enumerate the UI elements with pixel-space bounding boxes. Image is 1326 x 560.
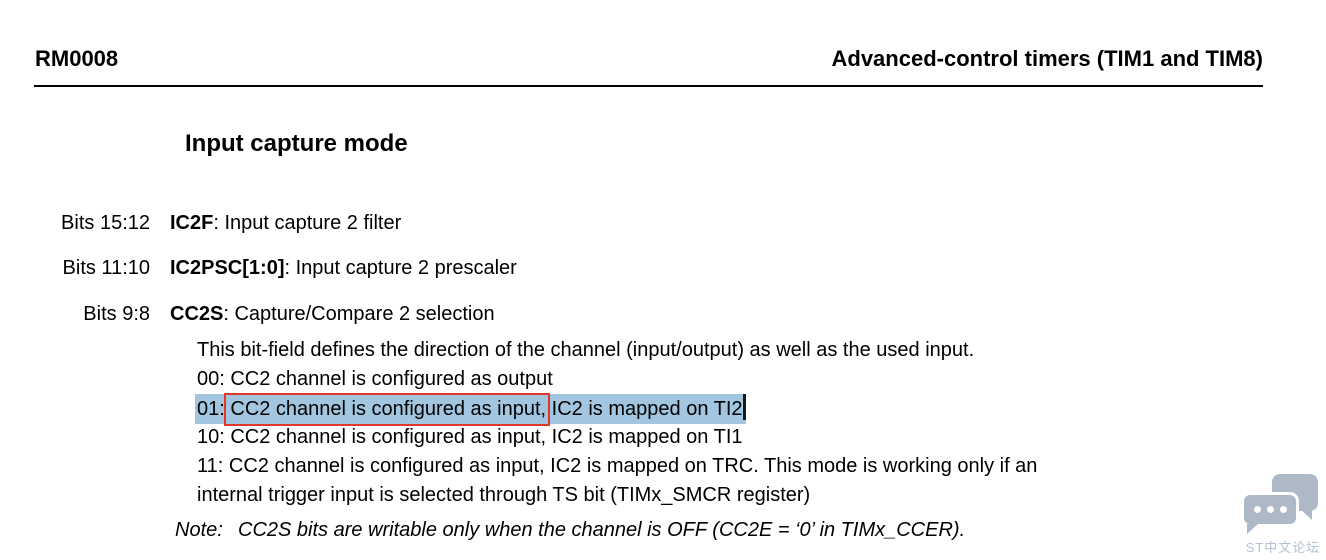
- note-text: CC2S bits are writable only when the cha…: [238, 519, 966, 541]
- bit-range-label: Bits 11:10: [62, 257, 150, 279]
- watermark: ST中文论坛: [1241, 468, 1325, 558]
- bit-range-label: Bits 15:12: [61, 212, 150, 234]
- bit-field-desc-text: : Capture/Compare 2 selection: [223, 303, 495, 325]
- bit-field-row: Bits 15:12 IC2F: Input capture 2 filter: [0, 212, 401, 235]
- bit-field-row: Bits 9:8 CC2S: Capture/Compare 2 selectio…: [0, 303, 495, 326]
- text-cursor: [742, 394, 746, 420]
- bit-field-row: Bits 11:10 IC2PSC[1:0]: Input capture 2 p…: [0, 257, 517, 280]
- bit-field-description: CC2S: Capture/Compare 2 selection: [170, 303, 495, 325]
- chat-bubble-front-icon: [1241, 492, 1299, 534]
- document-id: RM0008: [35, 46, 119, 71]
- text-selection-highlight[interactable]: 01: CC2 channel is configured as input, …: [195, 394, 746, 424]
- bit-field-desc-text: : Input capture 2 filter: [213, 212, 402, 234]
- bit-field-description: IC2PSC[1:0]: Input capture 2 prescaler: [170, 257, 517, 279]
- option-line-11: 11: CC2 channel is configured as input, …: [197, 455, 1038, 477]
- bit-field-detail-block: This bit-field defines the direction of …: [195, 336, 1038, 510]
- selected-text-suffix: IC2 is mapped on TI2: [546, 398, 743, 420]
- bit-field-desc-text: : Input capture 2 prescaler: [284, 257, 517, 279]
- section-heading: Input capture mode: [185, 130, 408, 157]
- chat-bubble-back-tail: [1300, 509, 1312, 520]
- header-rule: [34, 85, 1263, 87]
- selected-text-prefix: 01:: [197, 398, 225, 420]
- note-label: Note:: [175, 519, 223, 541]
- description-intro: This bit-field defines the direction of …: [197, 339, 975, 361]
- bit-field-name: IC2F: [170, 212, 214, 234]
- chapter-title: Advanced-control timers (TIM1 and TIM8): [831, 46, 1264, 71]
- bit-field-name: IC2PSC[1:0]: [170, 257, 285, 279]
- option-line-01: 01: CC2 channel is configured as input, …: [195, 394, 1037, 424]
- option-line-00: 00: CC2 channel is configured as output: [197, 368, 553, 390]
- bubble-dot: [1279, 506, 1287, 513]
- annotation-box: CC2 channel is configured as input,: [224, 398, 547, 420]
- bit-range-label: Bits 9:8: [83, 303, 150, 325]
- bubble-dot: [1266, 506, 1274, 513]
- watermark-text: ST中文论坛: [1245, 540, 1321, 555]
- chat-bubble-front-tail: [1247, 524, 1258, 534]
- note-row: Note: CC2S bits are writable only when th…: [175, 519, 965, 542]
- bubble-dot: [1253, 506, 1261, 513]
- option-line-10: 10: CC2 channel is configured as input, …: [197, 426, 743, 448]
- bit-field-description: IC2F: Input capture 2 filter: [170, 212, 401, 234]
- bit-field-name: CC2S: [170, 303, 224, 325]
- option-line-11-continued: internal trigger input is selected throu…: [197, 484, 811, 506]
